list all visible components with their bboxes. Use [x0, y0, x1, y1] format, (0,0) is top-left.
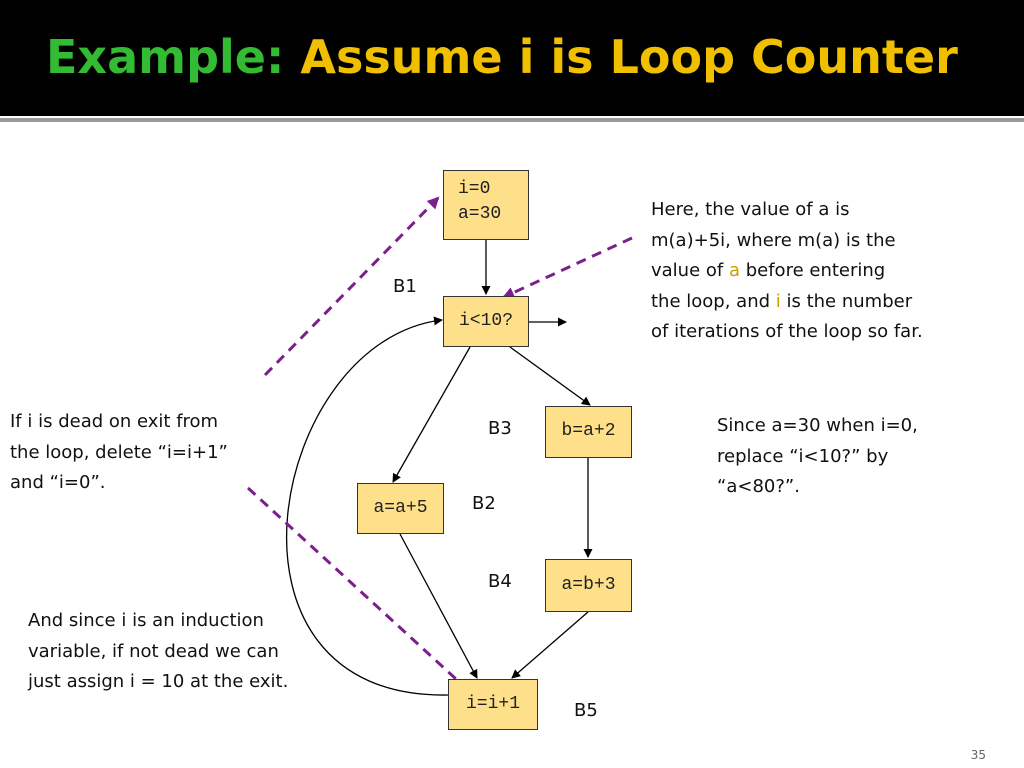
label-b3: B3	[488, 418, 512, 439]
block-b1: i=0 a=30	[443, 170, 529, 240]
label-b2: B2	[472, 493, 496, 514]
block-b4: a=b+3	[545, 559, 632, 612]
block-cond-text: i<10?	[458, 311, 513, 331]
block-b5: i=i+1	[448, 679, 538, 730]
note-replace-test-line1: Since a=30 when i=0,	[717, 415, 918, 436]
slide-title: Example: Assume i is Loop Counter	[46, 30, 958, 84]
edge-cond-b3	[509, 346, 591, 406]
title-bar: Example: Assume i is Loop Counter	[0, 0, 1024, 116]
label-b5: B5	[574, 700, 598, 721]
block-b4-text: a=b+3	[561, 575, 616, 595]
note-replace-test-line2: replace “i<10?” by	[717, 445, 889, 467]
note-replace-test-line3: “a<80?”.	[717, 476, 800, 497]
block-b5-text: i=i+1	[465, 694, 520, 714]
note-dead-on-exit-line3: and “i=0”.	[10, 472, 106, 493]
block-b1-line2: a=30	[458, 204, 502, 224]
edge-b2-b5	[399, 533, 478, 679]
title-example: Example:	[46, 30, 285, 84]
highlight-a: a	[728, 260, 740, 281]
page-number: 35	[970, 748, 986, 762]
note-value-of-a: Here, the value of a is m(a)+5i, where m…	[651, 195, 923, 348]
note-induction-variable-line3: just assign i = 10 at the exit.	[28, 671, 289, 692]
note-induction-variable-line1: And since i is an induction	[28, 610, 264, 631]
note-value-of-a-line1: Here, the value of a is	[651, 199, 850, 220]
block-b3-text: b=a+2	[561, 421, 616, 441]
title-divider	[0, 118, 1024, 122]
highlight-i: i	[775, 290, 781, 312]
note-dead-on-exit-line2: the loop, delete “i=i+1”	[10, 441, 228, 463]
note-value-of-a-line3: value of a before entering	[651, 260, 886, 281]
edge-b4-b5	[511, 611, 589, 679]
note-value-of-a-line4: the loop, and i is the number	[651, 290, 913, 312]
edge-cond-b2	[392, 346, 471, 483]
label-b4: B4	[488, 571, 512, 592]
dashed-arrow-to-cond	[502, 236, 633, 299]
block-b1-line1: i=0	[458, 179, 491, 199]
note-induction-variable: And since i is an induction variable, if…	[28, 606, 288, 698]
note-induction-variable-line2: variable, if not dead we can	[28, 640, 279, 662]
title-subject: Assume i is Loop Counter	[300, 30, 958, 84]
label-b1: B1	[393, 276, 417, 297]
block-b3: b=a+2	[545, 406, 632, 458]
block-cond: i<10?	[443, 296, 529, 347]
note-dead-on-exit-line1: If i is dead on exit from	[10, 411, 219, 432]
note-value-of-a-line2: m(a)+5i, where m(a) is the	[651, 229, 896, 251]
dashed-arrow-to-b1	[263, 196, 440, 377]
note-value-of-a-line5: of iterations of the loop so far.	[651, 321, 923, 342]
edge-back-loop	[286, 316, 449, 696]
note-dead-on-exit: If i is dead on exit from the loop, dele…	[10, 407, 228, 499]
block-b2-text: a=a+5	[373, 498, 428, 518]
note-replace-test: Since a=30 when i=0, replace “i<10?” by …	[717, 411, 918, 503]
block-b2: a=a+5	[357, 483, 444, 534]
